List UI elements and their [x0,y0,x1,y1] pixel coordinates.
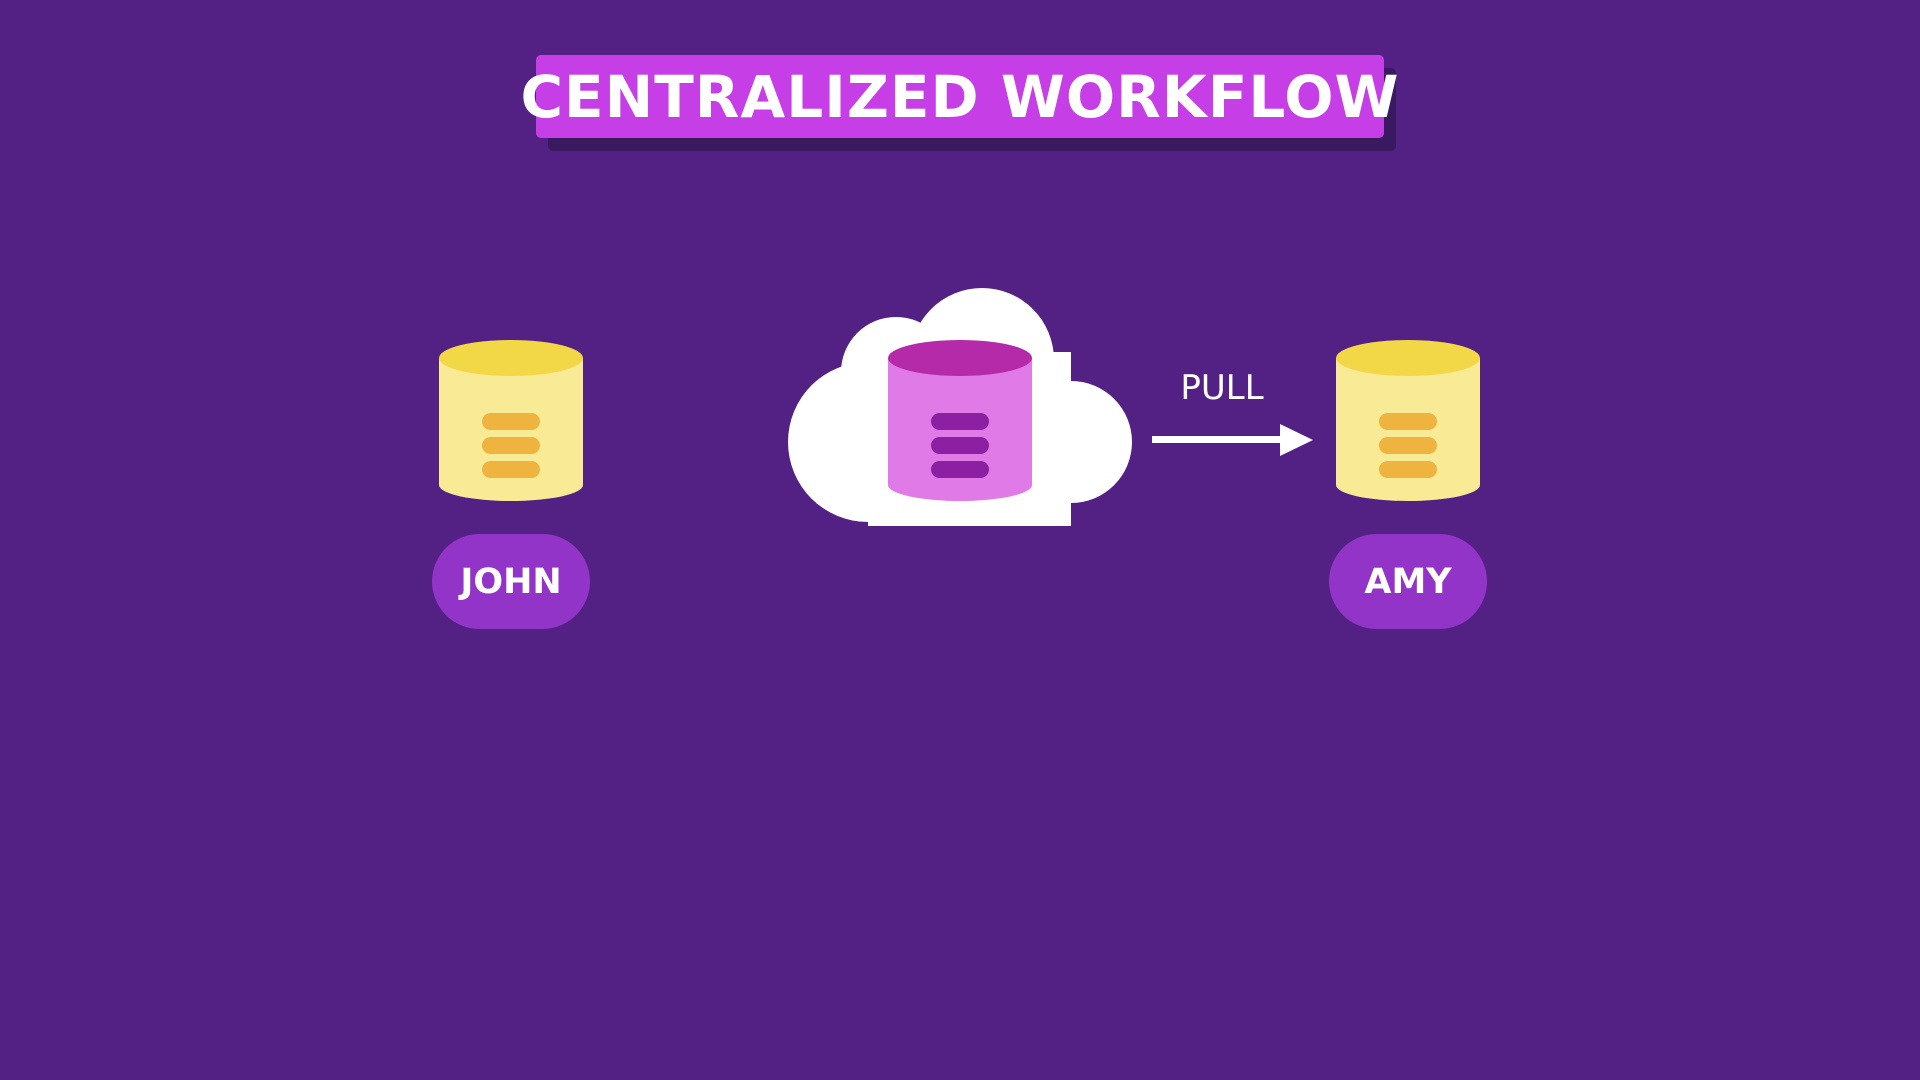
amy-label-pill: AMY [1329,534,1487,629]
john-database-icon [439,340,583,501]
john-label: JOHN [460,561,562,602]
title-box: CENTRALIZED WORKFLOW [520,55,1399,138]
page-title: CENTRALIZED WORKFLOW [520,62,1400,131]
arrow-right-icon [1152,424,1313,456]
john-label-pill: JOHN [432,534,590,629]
pull-label: PULL [1180,368,1264,408]
amy-label: AMY [1364,561,1452,602]
central-database-icon [888,340,1032,501]
amy-database-icon [1336,340,1480,501]
title-banner: CENTRALIZED WORKFLOW [520,55,1399,151]
